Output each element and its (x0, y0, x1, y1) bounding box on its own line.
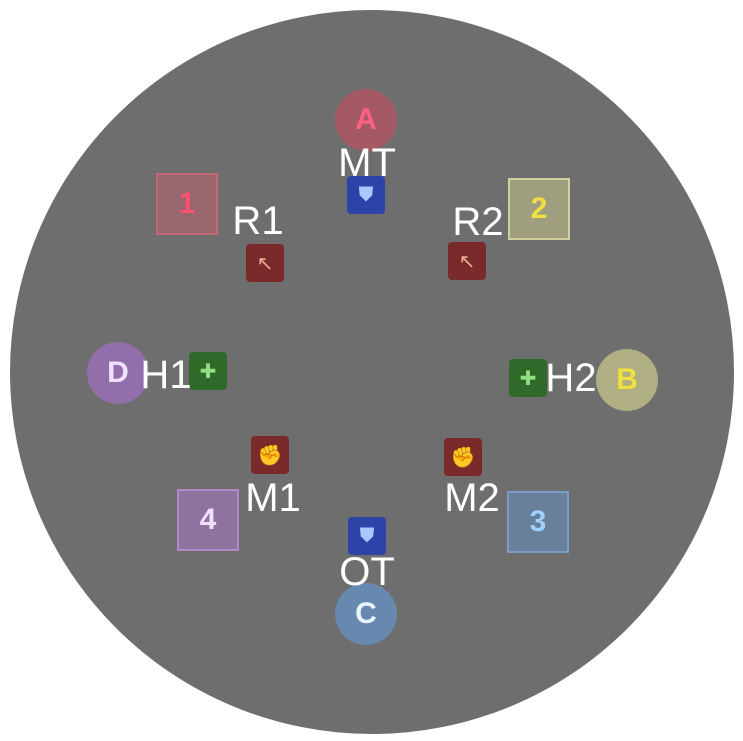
label-h2: H2 (545, 356, 597, 400)
waymark-3-glyph: 3 (529, 505, 547, 538)
waymark-4[interactable]: 4 (177, 489, 239, 551)
waymark-1-glyph: 1 (178, 187, 196, 220)
label-h1: H1 (140, 353, 192, 397)
waymark-4-glyph: 4 (199, 503, 217, 536)
waymark-d[interactable]: D (87, 342, 149, 404)
waymark-c[interactable]: C (335, 583, 397, 645)
label-mt: MT (338, 141, 396, 185)
waymark-a-glyph: A (355, 103, 377, 136)
ot-shield-icon[interactable]: ⛊ (348, 517, 386, 555)
mt-shield-icon[interactable]: ⛊ (347, 176, 385, 214)
r1-arrow-icon[interactable]: ↖ (246, 244, 284, 282)
waymark-3[interactable]: 3 (507, 491, 569, 553)
waymark-b[interactable]: B (596, 349, 658, 411)
waymark-c-glyph: C (355, 597, 377, 630)
waymark-2-glyph: 2 (530, 192, 548, 225)
m1-fist-icon[interactable]: ✊ (251, 436, 289, 474)
label-r1: R1 (232, 199, 284, 243)
waymark-a[interactable]: A (335, 89, 397, 151)
label-ot: OT (339, 550, 395, 594)
label-m1: M1 (245, 476, 301, 520)
waymark-1[interactable]: 1 (156, 173, 218, 235)
h1-cross-icon[interactable]: ✚ (189, 352, 227, 390)
waymark-d-glyph: D (107, 356, 129, 389)
h2-cross-icon[interactable]: ✚ (509, 359, 547, 397)
m2-fist-icon[interactable]: ✊ (444, 438, 482, 476)
waymark-b-glyph: B (616, 363, 638, 396)
waymark-2[interactable]: 2 (508, 178, 570, 240)
r2-arrow-icon[interactable]: ↖ (448, 242, 486, 280)
label-r2: R2 (452, 200, 504, 244)
label-m2: M2 (444, 476, 500, 520)
